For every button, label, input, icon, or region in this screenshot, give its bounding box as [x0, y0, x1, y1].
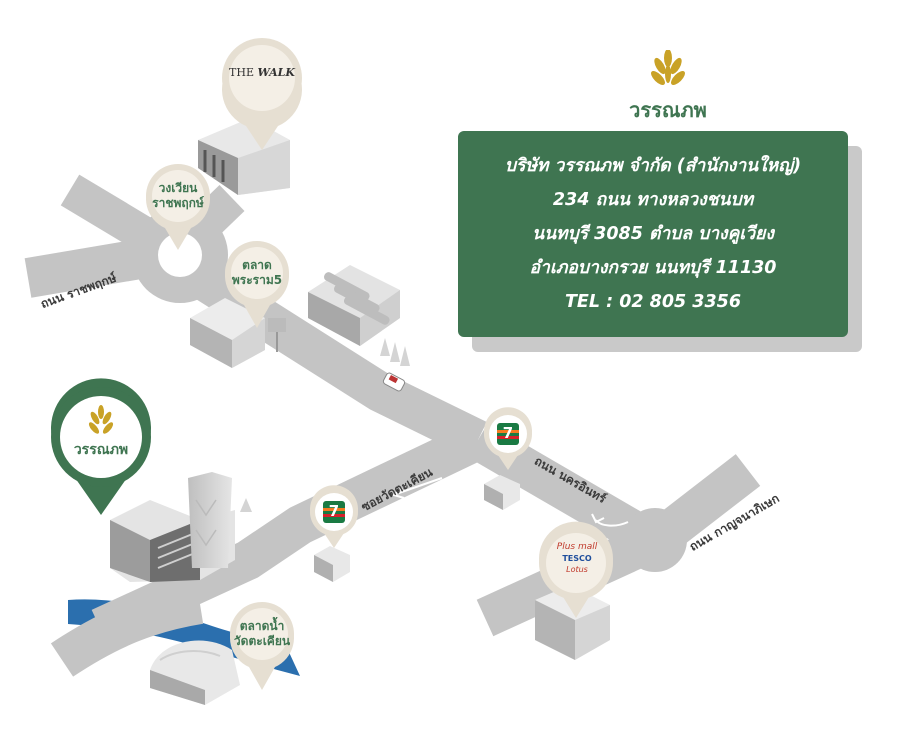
market-label: ตลาด พระราม5 — [231, 258, 283, 287]
seven-eleven-pin-2 — [310, 485, 358, 548]
car-icon — [382, 372, 406, 392]
wheat-leaf-icon — [88, 405, 114, 434]
seven-eleven-kiosk-1 — [484, 475, 520, 510]
wheat-leaf-icon — [651, 49, 685, 85]
the-walk-pin — [221, 38, 302, 150]
warehouse-building — [308, 265, 400, 346]
address-line-1: 234 ถนน ทางหลวงชนบท — [552, 190, 754, 210]
brand-logo: วรรณภพ — [608, 49, 728, 126]
company-info-card: บริษัท วรรณภพ จำกัด (สำนักงานใหญ่) 234 ถ… — [458, 131, 848, 337]
company-name: บริษัท วรรณภพ จำกัด (สำนักงานใหญ่) — [504, 156, 802, 176]
brand-name: วรรณภพ — [629, 98, 707, 122]
bridge — [50, 584, 204, 677]
floating-market-label: ตลาดน้ำ วัดตะเคียน — [233, 619, 291, 648]
plus-mall-logo: Plus mall TESCO Lotus — [556, 542, 598, 574]
market-pin — [224, 241, 289, 328]
seven-eleven-mark-2: 7 — [328, 502, 340, 520]
floating-market-pin — [230, 602, 294, 690]
seven-eleven-mark-1: 7 — [502, 424, 514, 442]
phone-number: TEL : 02 805 3356 — [565, 292, 741, 312]
plus-mall-building — [535, 585, 610, 660]
market-building — [190, 298, 286, 368]
office-pin — [50, 378, 151, 515]
roundabout-pin — [145, 164, 210, 250]
address-line-2: นนทบุรี 3085 ตำบล บางคูเวียง — [532, 224, 774, 244]
plus-mall-pin — [539, 521, 613, 618]
seven-eleven-kiosk-2 — [314, 546, 350, 582]
office-pin-label: วรรณภพ — [73, 442, 129, 458]
the-walk-building — [198, 118, 290, 195]
the-walk-logo: THE WALK — [229, 66, 295, 79]
seven-eleven-pin-1 — [484, 407, 533, 470]
floating-market-building — [150, 640, 240, 705]
trees — [380, 338, 410, 366]
address-line-3: อำเภอบางกรวย นนทบุรี 11130 — [529, 258, 777, 278]
roundabout-label: วงเวียน ราชพฤกษ์ — [152, 181, 204, 210]
office-building — [110, 472, 252, 582]
